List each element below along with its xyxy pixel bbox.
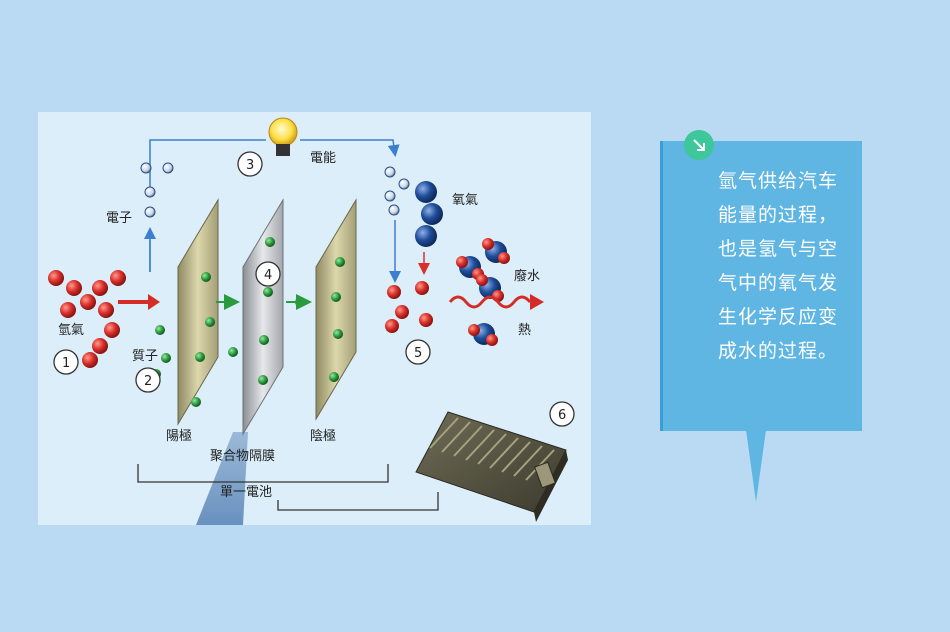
svg-text:6: 6: [558, 408, 566, 423]
callout-text: 氫气供给汽车能量的过程，也是氢气与空气中的氧气发生化学反应变成水的过程。: [718, 170, 839, 362]
svg-text:1: 1: [62, 356, 70, 371]
electrons-right: [384, 166, 410, 216]
hydrogen-ions-cathode: [385, 281, 433, 333]
fuel-cell-diagram: 電子 氫氣 質子: [38, 112, 591, 525]
step-6: 6: [549, 401, 575, 427]
cathode-plate: [315, 198, 357, 421]
oxygen-molecules: [415, 181, 443, 247]
hydrogen-molecules: [48, 270, 126, 368]
step-5: 5: [405, 339, 431, 365]
label-protons: 質子: [132, 349, 158, 364]
label-hydrogen: 氫氣: [58, 323, 84, 338]
svg-text:3: 3: [246, 158, 254, 173]
anode-plate: [177, 198, 219, 426]
label-oxygen: 氧氣: [452, 193, 478, 208]
heat-wave-arrow: [448, 295, 532, 309]
step-4: 4: [255, 261, 281, 287]
water-molecules: [456, 238, 510, 346]
callout-tail: [746, 430, 766, 502]
heat-arrow-head: [530, 294, 544, 310]
cell-bracket: [137, 464, 389, 483]
beam-shape: [196, 432, 248, 525]
callout-box: [660, 141, 862, 431]
label-single-cell: 單一電池: [220, 485, 272, 500]
electrons-left: [140, 162, 174, 218]
hydrogen-in-arrow: [118, 294, 160, 310]
protons-on-plates: [191, 237, 345, 407]
label-heat: 熱: [518, 323, 531, 338]
svg-text:2: 2: [144, 374, 152, 389]
step-1: 1: [53, 349, 79, 375]
svg-text:4: 4: [264, 268, 272, 283]
label-anode: 陽極: [166, 428, 192, 444]
svg-text:5: 5: [414, 346, 422, 361]
light-bulb-icon: [268, 117, 298, 156]
membrane-plate: [242, 198, 284, 436]
stack-connector: [277, 492, 439, 511]
arrow-down-right-icon: [684, 130, 714, 160]
label-waste-water: 廢水: [514, 269, 540, 284]
fuel-cell-stack: [415, 411, 568, 522]
step-2: 2: [135, 367, 161, 393]
step-3: 3: [237, 151, 263, 177]
label-membrane: 聚合物隔膜: [210, 449, 275, 464]
label-cathode: 陰極: [310, 428, 336, 444]
label-electrons: 電子: [106, 211, 132, 226]
label-electric-energy: 電能: [310, 151, 336, 166]
